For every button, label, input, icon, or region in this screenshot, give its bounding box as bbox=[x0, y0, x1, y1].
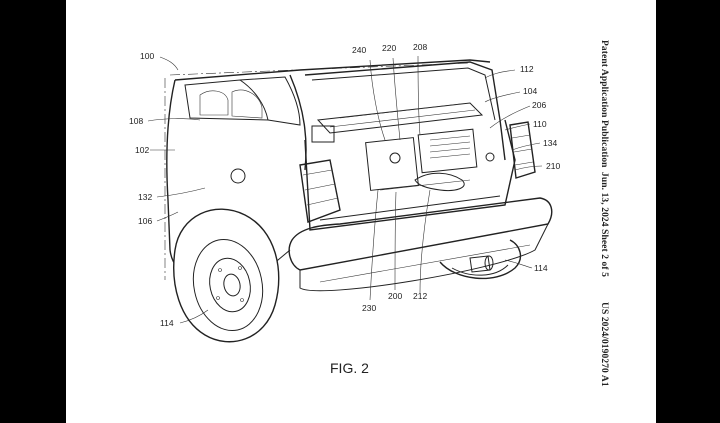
equipment-panel bbox=[417, 128, 478, 174]
vehicle-roof bbox=[174, 59, 491, 81]
equipment-knob bbox=[485, 152, 495, 162]
cargo-floor bbox=[319, 195, 501, 221]
tail-light-right-inner bbox=[511, 134, 534, 166]
label-108: 108 bbox=[129, 116, 143, 126]
label-112: 112 bbox=[520, 64, 534, 74]
c-pillar bbox=[289, 74, 307, 171]
publication-title: Patent Application Publication bbox=[599, 40, 609, 168]
hinge-light bbox=[311, 125, 335, 143]
equipment-cable bbox=[414, 172, 465, 191]
label-220: 220 bbox=[382, 43, 396, 53]
wheel-right bbox=[439, 239, 522, 280]
label-106: 106 bbox=[138, 216, 152, 226]
label-114-right: 114 bbox=[534, 263, 548, 273]
tray-lines bbox=[329, 103, 476, 128]
liftgate-inner bbox=[311, 67, 496, 121]
seat-2 bbox=[231, 89, 263, 119]
publication-number: US 2024/0190270 A1 bbox=[599, 302, 609, 387]
wheel-left bbox=[173, 208, 280, 343]
leader-lines bbox=[147, 55, 543, 324]
equipment-dial bbox=[389, 152, 401, 164]
label-230: 230 bbox=[362, 303, 376, 313]
label-212: 212 bbox=[413, 291, 427, 301]
vehicle-side bbox=[166, 79, 176, 251]
equipment-box bbox=[365, 137, 419, 191]
label-200: 200 bbox=[388, 291, 402, 301]
patent-header-sidebar: Patent Application Publication Jun. 13, … bbox=[599, 40, 619, 387]
exhaust-pipe bbox=[469, 255, 494, 273]
tail-light-left bbox=[299, 159, 341, 223]
tail-light-left-inner bbox=[302, 169, 339, 206]
cargo-opening bbox=[304, 119, 516, 231]
equipment-lines bbox=[379, 135, 471, 191]
label-114-left: 114 bbox=[160, 318, 174, 328]
rear-bumper bbox=[288, 197, 553, 271]
package-tray bbox=[316, 102, 484, 134]
rear-window-frame bbox=[184, 79, 269, 121]
label-102: 102 bbox=[135, 145, 149, 155]
label-240: 240 bbox=[352, 45, 366, 55]
tail-light-right bbox=[509, 121, 536, 179]
date-sheet: Jun. 13, 2024 Sheet 2 of 5 bbox=[599, 172, 609, 277]
label-100: 100 bbox=[140, 51, 154, 61]
label-206: 206 bbox=[532, 100, 546, 110]
bumper-lower bbox=[299, 223, 549, 292]
label-132: 132 bbox=[138, 192, 152, 202]
fuel-door bbox=[230, 168, 246, 184]
label-210: 210 bbox=[546, 161, 560, 171]
liftgate bbox=[304, 61, 506, 161]
label-208: 208 bbox=[413, 42, 427, 52]
bumper-line bbox=[319, 244, 531, 283]
side-window bbox=[239, 76, 301, 126]
label-134: 134 bbox=[543, 138, 557, 148]
label-104: 104 bbox=[523, 86, 537, 96]
seat bbox=[199, 90, 229, 116]
figure-caption: FIG. 2 bbox=[330, 360, 369, 376]
label-110: 110 bbox=[533, 119, 547, 129]
